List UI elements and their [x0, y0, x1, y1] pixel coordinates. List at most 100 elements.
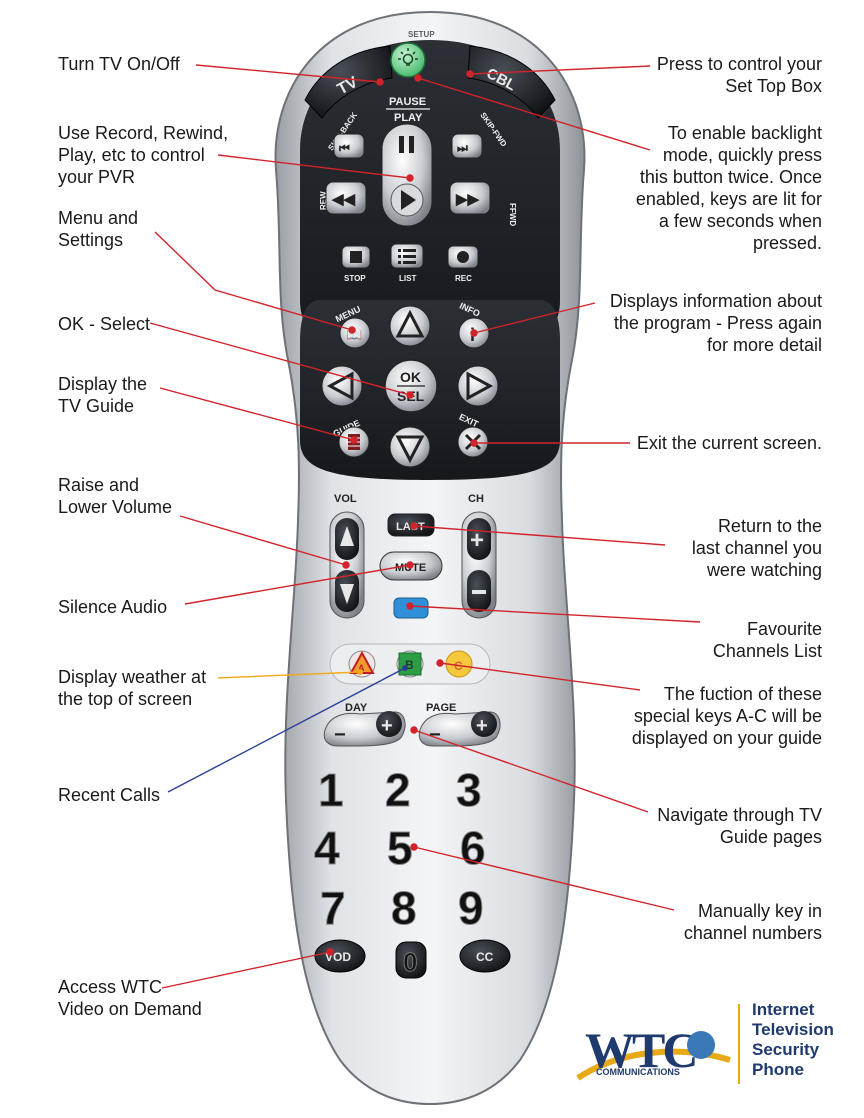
annotation-info: Displays information about the program -… [609, 291, 822, 355]
brand-services: Internet Television Security Phone [752, 1000, 834, 1080]
up-arrow-button[interactable] [389, 305, 431, 347]
channel-up-icon: + [470, 527, 484, 554]
digit-key-9[interactable]: 9 [458, 882, 485, 935]
lightbulb-icon [398, 48, 418, 66]
ch-label: CH [468, 493, 484, 505]
setup-label: SETUP [408, 30, 435, 39]
digit-key-6[interactable]: 6 [460, 822, 487, 875]
play-label: PLAY [394, 112, 423, 124]
digit-key-4[interactable]: 4 [314, 822, 341, 875]
digit-key-5[interactable]: 5 [387, 822, 414, 875]
channel-down-icon [472, 590, 486, 594]
svg-text:8: 8 [391, 882, 417, 934]
vod-button[interactable]: VOD [314, 939, 366, 973]
svg-text:0: 0 [403, 947, 417, 977]
setup-backlight-button[interactable] [390, 42, 426, 78]
stop-button[interactable] [341, 245, 371, 269]
annotation-vod: Access WTC Video on Demand [58, 977, 202, 1019]
svg-text:4: 4 [314, 822, 340, 874]
digit-key-8[interactable]: 8 [391, 882, 418, 935]
key-a-label: A [358, 663, 365, 673]
right-arrow-icon [466, 371, 494, 401]
service-internet: Internet [752, 1000, 815, 1019]
svg-text:5: 5 [387, 822, 413, 874]
rew-label: REW [319, 191, 328, 210]
page-rocker[interactable]: − + [418, 711, 501, 747]
channel-rocker[interactable]: + [461, 511, 497, 619]
key-b-button[interactable]: B [396, 650, 424, 678]
wtc-logo: WTC COMMUNICATIONS [576, 1004, 740, 1084]
page-plus-icon: + [476, 715, 488, 737]
annotation-menu: Menu and Settings [58, 208, 139, 250]
fast-forward-icon: ▶▶ [455, 191, 481, 208]
digit-key-0[interactable]: 0 [395, 941, 427, 979]
record-icon [457, 251, 469, 263]
svg-text:7: 7 [320, 882, 346, 934]
rec-label: REC [455, 274, 472, 283]
svg-text:3: 3 [456, 764, 482, 816]
menu-button[interactable]: 📖 [339, 317, 371, 349]
svg-text:6: 6 [460, 822, 486, 874]
list-button[interactable] [390, 243, 424, 269]
cbl-button[interactable]: CBL [467, 45, 556, 119]
list-label: LIST [399, 274, 416, 283]
ok-select-button[interactable]: OK SEL [384, 359, 438, 413]
page-label: PAGE [426, 702, 456, 714]
svg-text:9: 9 [458, 882, 484, 934]
day-plus-icon: + [381, 715, 393, 737]
annotation-page-nav: Navigate through TV Guide pages [657, 805, 822, 847]
svg-text:2: 2 [385, 764, 411, 816]
annotation-last: Return to the last channel you were watc… [691, 516, 822, 580]
cc-button-label: CC [476, 950, 494, 964]
stop-label: STOP [344, 274, 366, 283]
digit-key-7[interactable]: 7 [320, 882, 347, 935]
annotation-special: The fuction of these special keys A-C wi… [631, 684, 822, 748]
left-arrow-button[interactable] [321, 365, 363, 407]
annotation-favourite: Favourite Channels List [712, 619, 822, 661]
down-arrow-icon [395, 435, 425, 464]
logo-sub: COMMUNICATIONS [596, 1067, 680, 1077]
record-button[interactable] [447, 245, 479, 269]
annotation-tv-power: Turn TV On/Off [58, 54, 180, 74]
cc-button[interactable]: CC [459, 939, 511, 973]
fast-forward-button[interactable]: ▶▶ [449, 181, 491, 215]
skip-fwd-icon: ⏭ [457, 141, 468, 155]
annotation-weather: Display weather at the top of screen [58, 667, 207, 709]
digit-key-1[interactable]: 1 [318, 764, 345, 817]
annotation-guide: Display the TV Guide [58, 374, 148, 416]
pause-play-button[interactable] [381, 123, 433, 227]
annotation-recent-calls: Recent Calls [58, 785, 161, 805]
ffwd-label: FFWD [508, 203, 517, 226]
annotation-pvr: Use Record, Rewind, Play, etc to control… [58, 123, 229, 187]
pause-icon [399, 136, 404, 153]
up-arrow-icon [395, 309, 425, 338]
ok-label: OK [400, 369, 421, 385]
rewind-button[interactable]: ◀◀ [325, 181, 367, 215]
pause-label: PAUSE [389, 96, 426, 108]
service-security: Security [752, 1040, 820, 1059]
skip-back-button[interactable]: ⏮ [333, 133, 365, 159]
digit-key-3[interactable]: 3 [456, 764, 483, 817]
day-rocker[interactable]: − + [323, 711, 406, 747]
annotation-set-top: Press to control your Set Top Box [656, 54, 822, 96]
service-phone: Phone [752, 1060, 804, 1079]
right-arrow-button[interactable] [457, 365, 499, 407]
down-arrow-button[interactable] [389, 426, 431, 468]
annotation-volume: Raise and Lower Volume [58, 475, 173, 517]
vol-label: VOL [334, 493, 357, 505]
skip-fwd-button[interactable]: ⏭ [451, 133, 483, 159]
brand-block: Internet Television Security Phone [576, 1000, 846, 1090]
day-minus-icon: − [334, 724, 346, 746]
annotation-mute: Silence Audio [58, 597, 168, 617]
annotation-backlight: To enable backlight mode, quickly press … [635, 123, 822, 253]
play-icon [401, 190, 416, 210]
stop-icon [350, 251, 362, 263]
digit-key-2[interactable]: 2 [385, 764, 412, 817]
day-label: DAY [345, 702, 368, 714]
rewind-icon: ◀◀ [331, 191, 356, 208]
key-a-button[interactable]: A [348, 650, 376, 678]
leader-lines [149, 64, 701, 989]
page-minus-icon: − [429, 724, 441, 746]
annotation-digits: Manually key in channel numbers [683, 901, 822, 943]
key-b-label: B [405, 658, 414, 672]
